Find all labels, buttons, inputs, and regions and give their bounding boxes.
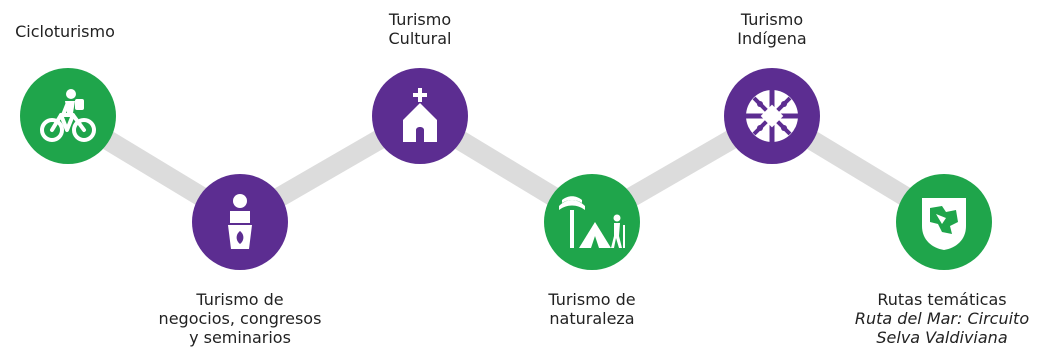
map-shield-icon bbox=[916, 192, 972, 252]
cultrun-icon bbox=[740, 84, 804, 148]
label-line: Rutas temáticas bbox=[877, 290, 1007, 309]
label-line-italic: Ruta del Mar: Circuito bbox=[854, 309, 1030, 328]
label-line: y seminarios bbox=[189, 328, 291, 347]
tent-hiker-icon bbox=[557, 192, 627, 252]
label-line: Turismo de bbox=[196, 290, 284, 309]
cyclist-icon bbox=[37, 85, 99, 147]
label-cicloturismo: Cicloturismo bbox=[0, 22, 130, 41]
label-line: Turismo bbox=[740, 10, 804, 29]
label-line: naturaleza bbox=[549, 309, 635, 328]
label-turismo-indigena: Turismo Indígena bbox=[707, 10, 837, 48]
label-line: Turismo bbox=[388, 10, 452, 29]
node-cicloturismo[interactable] bbox=[20, 68, 116, 164]
label-line: Cultural bbox=[388, 29, 452, 48]
vase-icon bbox=[210, 191, 270, 253]
label-turismo-de-naturaleza: Turismo de naturaleza bbox=[527, 290, 657, 328]
label-line-italic: Selva Valdiviana bbox=[876, 328, 1008, 347]
label-line: negocios, congresos bbox=[158, 309, 322, 328]
node-turismo-de-naturaleza[interactable] bbox=[544, 174, 640, 270]
label-line: Cicloturismo bbox=[15, 22, 115, 41]
node-turismo-indigena[interactable] bbox=[724, 68, 820, 164]
label-turismo-de-negocios: Turismo de negocios, congresos y seminar… bbox=[142, 290, 338, 347]
label-turismo-cultural: Turismo Cultural bbox=[355, 10, 485, 48]
label-line: Indígena bbox=[737, 29, 807, 48]
church-icon bbox=[390, 86, 450, 146]
label-line: Turismo de bbox=[548, 290, 636, 309]
node-rutas-tematicas[interactable] bbox=[896, 174, 992, 270]
node-turismo-cultural[interactable] bbox=[372, 68, 468, 164]
node-turismo-de-negocios[interactable] bbox=[192, 174, 288, 270]
label-rutas-tematicas: Rutas temáticas Ruta del Mar: Circuito S… bbox=[839, 290, 1045, 347]
